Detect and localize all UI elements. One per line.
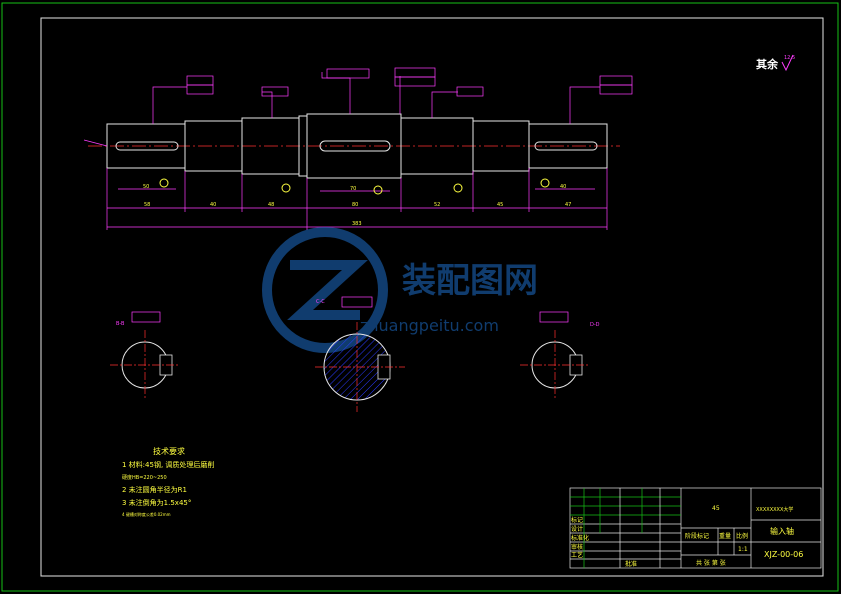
tb-process: 工艺 [571, 551, 583, 559]
section-b: B-B [110, 311, 180, 400]
shaft [106, 113, 608, 179]
tolerance-frames [186, 67, 633, 97]
tb-school: XXXXXXXX大学 [756, 506, 793, 513]
tb-weight: 重量 [719, 532, 731, 540]
dim-d3: 48 [268, 202, 274, 208]
tb-mark: 标记 [571, 516, 583, 524]
tb-material: 45 [712, 505, 720, 512]
dim-d2: 40 [210, 202, 216, 208]
tech-requirements: 技术要求 1 材料:45钢, 调质处理后磨削 硬度HB=220~250 2 未注… [122, 446, 214, 517]
section-c-label: C-C [316, 299, 325, 305]
tech-req-title: 技术要求 [153, 446, 185, 456]
watermark-brand: 装配图网 [402, 261, 538, 301]
tech-req-line: 1 材料:45钢, 调质处理后磨削 [122, 460, 214, 469]
tb-sheets: 共 张 第 张 [696, 559, 726, 567]
tb-standard: 标准化 [571, 534, 589, 542]
title-block [569, 487, 822, 569]
watermark-url: zhuangpeitu.com [360, 316, 499, 335]
inner-border [40, 17, 824, 577]
tech-req-line: 3 未注倒角为1.5x45° [122, 498, 191, 507]
tb-ratio: 比例 [736, 532, 748, 540]
roughness-prefix: 其余 [756, 57, 779, 71]
dim-d4: 80 [352, 202, 358, 208]
dim-keyway3: 40 [560, 184, 566, 190]
section-b-label: B-B [116, 321, 125, 327]
dim-d7: 47 [565, 202, 571, 208]
tb-scale: 1:1 [738, 546, 748, 553]
dimension-lines [83, 72, 608, 230]
tb-part-name: 输入轴 [770, 526, 794, 536]
roughness-value: 12.5 [784, 55, 795, 61]
dim-keyway2: 70 [350, 186, 356, 192]
dim-d1: 58 [144, 202, 150, 208]
section-d: D-D [520, 311, 600, 400]
dim-d6: 45 [497, 202, 503, 208]
section-markers [159, 178, 550, 195]
section-d-label: D-D [590, 322, 600, 328]
tb-approve: 批准 [625, 560, 637, 568]
tb-drawing-no: XJZ-00-06 [764, 550, 803, 559]
tech-req-line: 2 未注圆角半径为R1 [122, 485, 187, 494]
tb-design: 设计 [571, 525, 583, 533]
tb-check: 审核 [571, 543, 583, 551]
tech-req-line: 硬度HB=220~250 [122, 474, 167, 481]
roughness-note: 其余 12.5 [756, 54, 795, 72]
dim-keyway1: 50 [143, 184, 149, 190]
dim-total: 383 [352, 221, 362, 227]
dim-d5: 52 [434, 202, 440, 208]
tech-req-line: 4 键槽对称度公差0.02mm [122, 511, 171, 517]
tb-stage: 阶段标记 [685, 532, 709, 540]
section-c: C-C [315, 296, 405, 412]
watermark: 装配图网 zhuangpeitu.com [262, 227, 538, 353]
